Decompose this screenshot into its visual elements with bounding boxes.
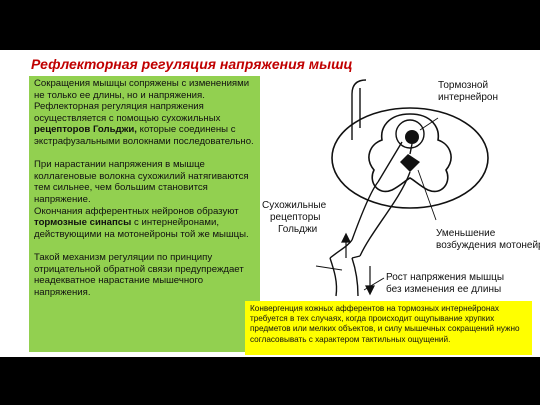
bold-inhibitory-synapses: тормозные синапсы <box>34 217 132 229</box>
spinal-cord <box>331 107 489 209</box>
text-run: При нарастании напряжения в мышце коллаг… <box>34 159 249 205</box>
arrow-up-icon <box>341 232 351 243</box>
afferent-to-interneuron <box>377 141 403 183</box>
arrow-down-icon <box>365 285 375 296</box>
interneuron-ring <box>395 119 425 149</box>
paragraph-golgi-intro: Сокращения мышцы сопряжены с изменениями… <box>34 78 254 148</box>
label-decrease-2: возбуждения мотонейрона <box>436 239 540 251</box>
paragraph-feedback: Такой механизм регуляции по принципу отр… <box>34 251 244 298</box>
label-golgi-2: рецепторы <box>270 212 321 223</box>
label-golgi-3: Гольджи <box>278 224 317 235</box>
bold-golgi-receptors: рецепторов Гольджи, <box>34 124 137 136</box>
text-run: которые соединены с экстрафузальными вол… <box>34 124 254 147</box>
motor-axon <box>359 171 411 257</box>
dorsal-root <box>351 79 367 140</box>
interneuron-body <box>405 130 419 144</box>
tendon-nerve-right <box>351 257 359 297</box>
arrows <box>341 232 375 296</box>
afferent-fiber <box>351 181 379 241</box>
gray-matter <box>368 113 452 193</box>
text-panel: Сокращения мышцы сопряжены с изменениями… <box>29 76 260 352</box>
spinal-cord-outline <box>331 107 489 209</box>
label-decrease-1: Уменьшение <box>436 228 496 239</box>
note-box: Конвергенция кожных афферентов на тормоз… <box>245 301 532 355</box>
slide: Рефлекторная регуляция напряжения мышц С… <box>0 50 540 357</box>
tendon-link-left <box>329 239 353 259</box>
text-run: Сокращения мышцы сопряжены с изменениями… <box>34 78 250 124</box>
label-golgi-1: Сухожильные <box>262 200 327 211</box>
tendon-link-right <box>351 255 361 259</box>
text-run: Окончания афферентных нейронов образуют <box>34 205 239 217</box>
text-run: с интернейронами, действующими на мотоне… <box>34 217 249 240</box>
leader-motoneuron <box>417 169 437 221</box>
reflex-diagram: Тормозной интернейрон Сухожильные рецепт… <box>262 79 540 297</box>
neural-paths <box>329 79 413 297</box>
interneuron-to-motoneuron <box>409 143 413 155</box>
paragraph-tension: При нарастании напряжения в мышце коллаг… <box>34 159 254 240</box>
label-growth-1: Рост напряжения мышцы <box>386 272 504 283</box>
leader-interneuron <box>419 117 439 131</box>
tendon-nerve-left <box>329 257 338 297</box>
label-growth-2: без изменения ее длины <box>386 283 501 295</box>
slide-title: Рефлекторная регуляция напряжения мышц <box>31 56 353 72</box>
motor-neuron <box>400 154 420 172</box>
leader-golgi <box>315 265 343 271</box>
label-inhibitory-2: интернейрон <box>438 92 498 103</box>
label-inhibitory-1: Тормозной <box>438 80 488 91</box>
